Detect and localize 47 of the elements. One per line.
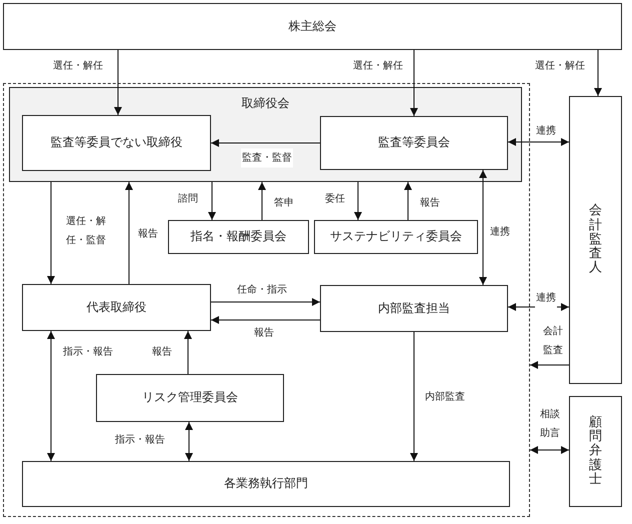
process-box bbox=[569, 96, 622, 384]
arrow bbox=[125, 182, 133, 284]
node-label: 代表取締役 bbox=[86, 298, 148, 316]
process-box bbox=[22, 115, 211, 171]
board-panel bbox=[9, 87, 522, 182]
arrow bbox=[210, 298, 320, 306]
node-label: 監査等委員でない取締役 bbox=[50, 134, 184, 152]
node-label: 監査等委員会 bbox=[377, 134, 451, 152]
process-box bbox=[168, 220, 309, 254]
arrow bbox=[184, 330, 192, 374]
node-label: 内部監査担当 bbox=[377, 300, 451, 317]
process-box bbox=[320, 285, 508, 332]
arrow bbox=[185, 422, 193, 462]
arrow bbox=[114, 50, 122, 116]
node-label: 会計監査人 bbox=[589, 204, 602, 276]
arrow bbox=[404, 182, 412, 220]
arrow bbox=[479, 170, 487, 286]
process-box bbox=[22, 461, 510, 507]
arrow bbox=[354, 182, 362, 220]
arrow bbox=[47, 182, 55, 284]
arrow bbox=[47, 330, 55, 462]
arrow bbox=[410, 332, 418, 462]
process-box bbox=[569, 396, 622, 507]
process-box bbox=[96, 374, 284, 422]
node-label: 取締役会 bbox=[240, 95, 290, 112]
node-label: サステナビリティ委員会 bbox=[329, 228, 463, 246]
edge-label: 監査・監督 bbox=[241, 148, 293, 168]
arrow bbox=[508, 303, 570, 311]
node-label: 各業務執行部門 bbox=[223, 475, 309, 492]
process-box bbox=[3, 3, 622, 50]
arrow bbox=[210, 316, 320, 324]
arrow bbox=[594, 50, 602, 96]
arrow bbox=[508, 138, 570, 146]
arrow bbox=[530, 361, 570, 369]
process-box bbox=[22, 284, 211, 331]
arrow bbox=[210, 139, 320, 147]
arrow bbox=[410, 50, 418, 116]
arrow bbox=[530, 446, 570, 454]
process-box bbox=[320, 116, 508, 170]
arrow bbox=[258, 182, 266, 220]
process-box bbox=[314, 220, 478, 254]
node-label: リスク管理委員会 bbox=[141, 389, 239, 406]
group-boundary bbox=[3, 83, 530, 517]
arrow bbox=[208, 182, 216, 220]
node-label: 指名・報酬委員会 bbox=[190, 228, 288, 246]
node-label: 顧問弁護士 bbox=[589, 416, 602, 488]
node-label: 株主総会 bbox=[288, 18, 338, 35]
